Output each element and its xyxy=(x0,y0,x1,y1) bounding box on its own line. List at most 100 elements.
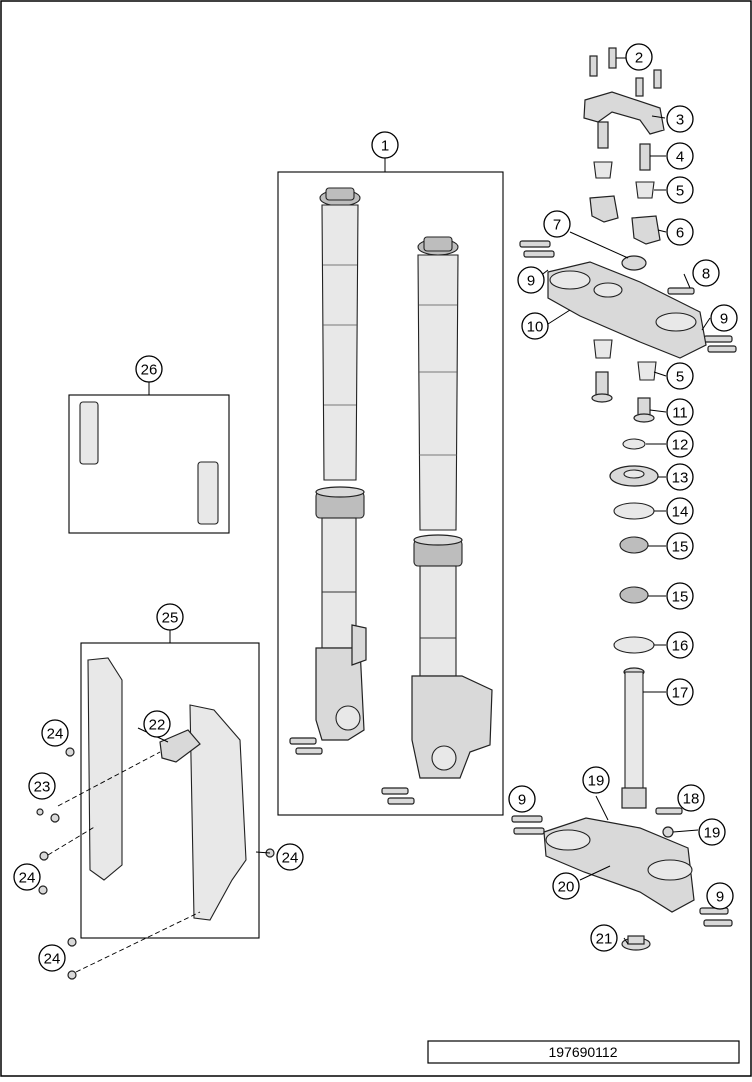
callout-c6: 6 xyxy=(666,218,694,246)
callout-number: 18 xyxy=(683,791,700,808)
callout-number: 17 xyxy=(672,685,689,702)
fork-group-box xyxy=(277,171,504,816)
callout-number: 11 xyxy=(672,405,688,422)
callout-c17: 17 xyxy=(666,678,694,706)
callout-number: 6 xyxy=(676,225,684,242)
callout-number: 19 xyxy=(704,825,721,842)
callout-number: 14 xyxy=(672,504,689,521)
callout-c4: 4 xyxy=(666,142,694,170)
clamp-studs-lower xyxy=(591,371,655,423)
upper-clamp-bolt xyxy=(667,287,695,295)
callout-c2: 2 xyxy=(625,43,653,71)
callout-c9a: 9 xyxy=(517,266,545,294)
callout-circle xyxy=(135,355,163,383)
callout-circle xyxy=(371,131,399,159)
callout-circle xyxy=(543,210,571,238)
callout-number: 15 xyxy=(672,589,689,606)
callout-circle xyxy=(698,818,726,846)
callout-number: 8 xyxy=(702,266,710,283)
callout-c22: 22 xyxy=(143,710,171,738)
callout-circle xyxy=(666,678,694,706)
callout-circle xyxy=(666,218,694,246)
callout-number: 12 xyxy=(672,437,689,454)
fork-leg-left xyxy=(315,187,367,741)
callout-number: 1 xyxy=(381,138,389,155)
handlebar-clamp-bottoms xyxy=(589,195,661,245)
fork-axle-bolts-right xyxy=(381,787,415,805)
callout-circle xyxy=(666,532,694,560)
o-ring xyxy=(622,438,646,450)
bearing-upper xyxy=(619,536,649,554)
callout-circle xyxy=(666,105,694,133)
rubber-bushings-upper xyxy=(593,161,655,199)
callout-c9b: 9 xyxy=(710,304,738,332)
callout-c5b: 5 xyxy=(666,362,694,390)
callout-number: 24 xyxy=(44,951,61,968)
callout-c16: 16 xyxy=(666,631,694,659)
callout-number: 10 xyxy=(527,319,544,336)
callout-number: 9 xyxy=(518,792,526,809)
callout-number: 16 xyxy=(672,638,689,655)
callout-c9d: 9 xyxy=(706,882,734,910)
bearing-lower xyxy=(619,586,649,604)
callout-number: 7 xyxy=(553,217,561,234)
callout-c24c: 24 xyxy=(13,863,41,891)
callout-c3: 3 xyxy=(666,105,694,133)
stem-nut xyxy=(621,255,647,271)
fork-guard-right xyxy=(189,704,247,921)
callout-circle xyxy=(590,924,618,952)
callout-number: 5 xyxy=(676,369,684,386)
callout-c10: 10 xyxy=(521,312,549,340)
callout-circle xyxy=(666,430,694,458)
pinch-bolts-lower-right xyxy=(699,907,733,927)
callout-circle xyxy=(710,304,738,332)
document-number-box xyxy=(427,1040,740,1064)
callout-circle xyxy=(666,142,694,170)
lower-clamp-nut xyxy=(662,826,674,838)
callout-circle xyxy=(41,719,69,747)
callout-circle xyxy=(517,266,545,294)
callout-number: 22 xyxy=(149,717,166,734)
steering-stem xyxy=(621,667,647,809)
callout-c7: 7 xyxy=(543,210,571,238)
callout-number: 20 xyxy=(558,879,575,896)
upper-triple-clamp xyxy=(547,261,707,359)
assembly-line-24b xyxy=(75,911,201,973)
callout-c15b: 15 xyxy=(666,582,694,610)
callout-c19b: 19 xyxy=(698,818,726,846)
pinch-bolts-upper-right xyxy=(703,335,737,353)
callout-c20: 20 xyxy=(552,872,580,900)
callout-circle xyxy=(706,882,734,910)
callout-number: 26 xyxy=(141,362,158,379)
fork-leg-right xyxy=(411,236,493,779)
callout-c9c: 9 xyxy=(508,785,536,813)
callout-layer: 1234567899105111213141515161791918192092… xyxy=(13,43,738,972)
assembly-line-24a xyxy=(47,825,97,856)
callout-number: 24 xyxy=(282,850,299,867)
callout-circle xyxy=(692,259,720,287)
sticker-left xyxy=(79,401,99,465)
bearing-race-upper xyxy=(613,502,655,520)
callout-circle xyxy=(677,784,705,812)
callout-number: 19 xyxy=(588,773,605,790)
callout-c15a: 15 xyxy=(666,532,694,560)
callout-circle xyxy=(38,944,66,972)
callout-circle xyxy=(666,582,694,610)
callout-circle xyxy=(521,312,549,340)
callout-number: 9 xyxy=(527,273,535,290)
callout-circle xyxy=(13,863,41,891)
callout-number: 2 xyxy=(635,50,643,67)
callout-c24d: 24 xyxy=(38,944,66,972)
callout-circle xyxy=(276,843,304,871)
callout-circle xyxy=(552,872,580,900)
callout-circle xyxy=(582,766,610,794)
callout-circle xyxy=(156,603,184,631)
clamp-studs xyxy=(597,121,651,171)
callout-c14: 14 xyxy=(666,497,694,525)
callout-circle xyxy=(28,772,56,800)
callout-c8: 8 xyxy=(692,259,720,287)
callout-circle xyxy=(666,362,694,390)
